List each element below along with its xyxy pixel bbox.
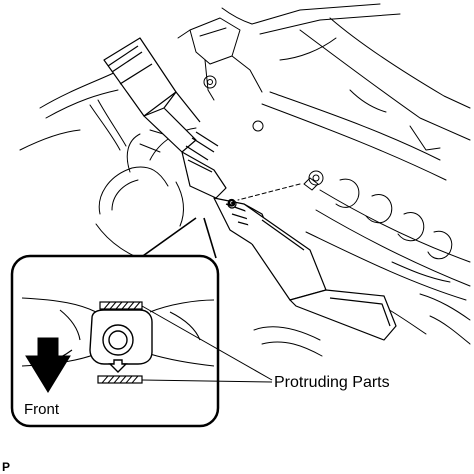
front-label: Front — [24, 401, 60, 418]
corner-code: P — [2, 460, 10, 474]
inset-buckle — [89, 309, 153, 373]
front-arrow-icon — [25, 337, 71, 393]
detail-inset: Front — [10, 254, 220, 428]
inset-leader — [139, 217, 217, 259]
upper-buckle — [103, 37, 227, 199]
svg-text:G: G — [228, 198, 235, 208]
protruding-part-top — [99, 301, 143, 310]
vehicle-body-structure — [19, 3, 471, 357]
protruding-part-bottom — [97, 375, 143, 384]
protruding-parts-label: Protruding Parts — [274, 374, 390, 391]
callout-leaders — [141, 305, 273, 383]
lower-buckle: G — [213, 197, 397, 341]
